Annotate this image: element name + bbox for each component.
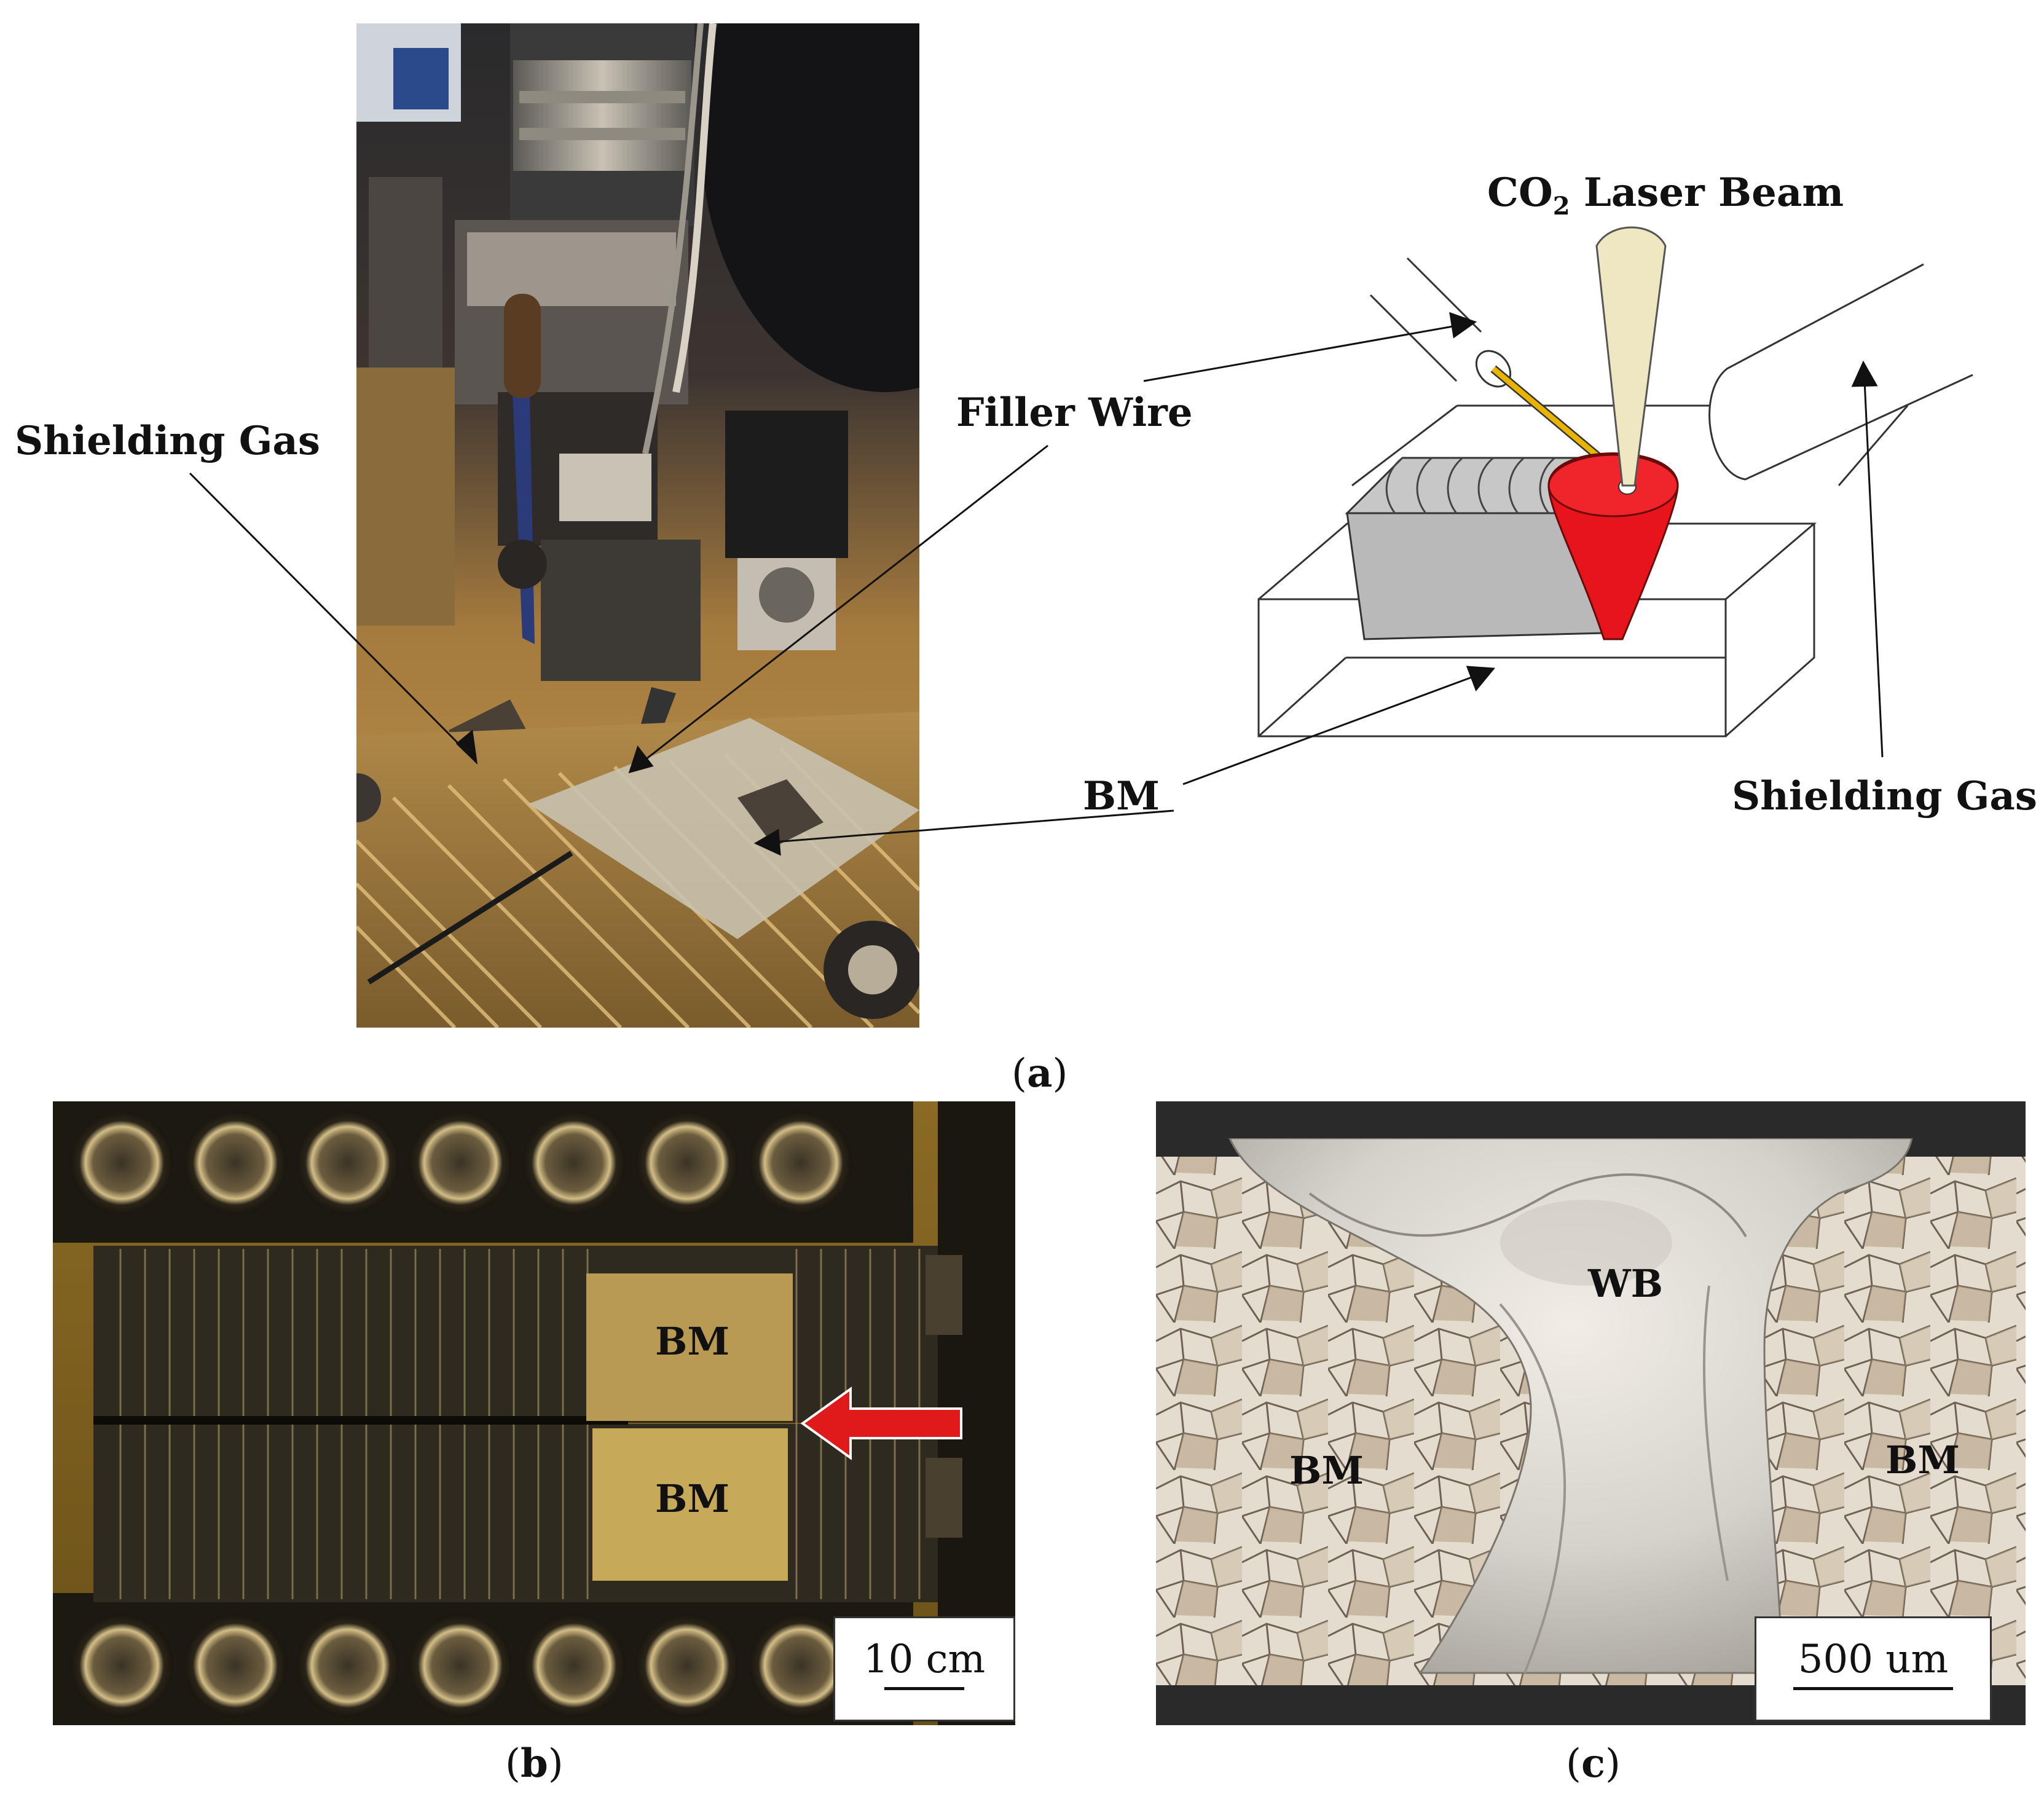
scale-bar-b: 10 cm — [833, 1616, 1015, 1721]
panel-c-micrograph — [1156, 1101, 2026, 1725]
scale-bar-c: 500 um — [1755, 1616, 1992, 1721]
caption-b-letter: b — [520, 1741, 548, 1787]
shielding-gas-right-label: Shielding Gas — [1732, 773, 2037, 819]
laser-beam-subscript: 2 — [1552, 191, 1570, 221]
bm-right-label-c: BM — [1885, 1438, 1960, 1482]
panel-a-photo — [356, 23, 919, 1028]
bm-label-a: BM — [1083, 773, 1160, 819]
caption-a-letter: a — [1026, 1050, 1053, 1096]
caption-b: (b) — [505, 1741, 564, 1787]
bm-left-label-c: BM — [1289, 1448, 1364, 1493]
shielding-gas-left-label: Shielding Gas — [15, 418, 320, 464]
bm-top-label-b: BM — [655, 1319, 730, 1364]
laser-beam-suffix: Laser Beam — [1570, 170, 1844, 216]
caption-a: (a) — [1012, 1050, 1068, 1096]
co2-laser-beam-label: CO2 Laser Beam — [1487, 173, 1844, 219]
filler-wire-label: Filler Wire — [956, 390, 1193, 436]
laser-beam-prefix: CO — [1487, 170, 1553, 216]
scale-bar-c-text: 500 um — [1798, 1637, 1949, 1682]
scale-bar-c-line — [1793, 1687, 1953, 1690]
caption-c-letter: c — [1581, 1741, 1605, 1787]
scale-bar-b-line — [884, 1687, 964, 1690]
bm-bottom-label-b: BM — [655, 1476, 730, 1521]
scale-bar-b-text: 10 cm — [863, 1637, 986, 1682]
caption-c: (c) — [1566, 1741, 1621, 1787]
wb-label: WB — [1588, 1261, 1664, 1306]
